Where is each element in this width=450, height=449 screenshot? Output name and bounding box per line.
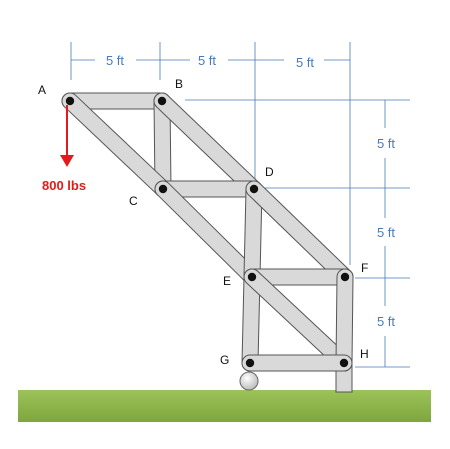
node-label-c: C: [129, 194, 138, 208]
pins: [65, 96, 350, 368]
vertical-dimensions: [185, 99, 410, 368]
node-label-g: G: [220, 353, 229, 367]
dim-label-h1: 5 ft: [106, 53, 124, 68]
node-label-a: A: [38, 83, 46, 97]
pin-f: [340, 272, 350, 282]
node-label-b: B: [175, 77, 183, 91]
node-labels: A B C D E F G H: [38, 77, 369, 367]
node-label-e: E: [223, 274, 231, 288]
dim-label-v2: 5 ft: [377, 225, 395, 240]
horizontal-dimensions: [70, 42, 351, 265]
member-gh: [241, 354, 353, 372]
node-label-d: D: [265, 165, 274, 179]
pin-d: [249, 184, 259, 194]
dim-label-h3: 5 ft: [296, 55, 314, 70]
dim-label-v3: 5 ft: [377, 314, 395, 329]
node-label-h: H: [360, 347, 369, 361]
pin-h: [339, 358, 349, 368]
ground: [18, 390, 431, 422]
node-label-f: F: [361, 261, 368, 275]
pin-g: [245, 358, 255, 368]
pin-b: [157, 96, 167, 106]
pin-c: [158, 184, 168, 194]
members: [61, 92, 354, 372]
roller-support-g: [239, 371, 259, 391]
load-label: 800 lbs: [42, 178, 86, 193]
pin-a: [65, 96, 75, 106]
load-arrow: [60, 105, 74, 167]
dim-label-h2: 5 ft: [198, 53, 216, 68]
dim-label-v1: 5 ft: [377, 136, 395, 151]
pin-e: [247, 272, 257, 282]
